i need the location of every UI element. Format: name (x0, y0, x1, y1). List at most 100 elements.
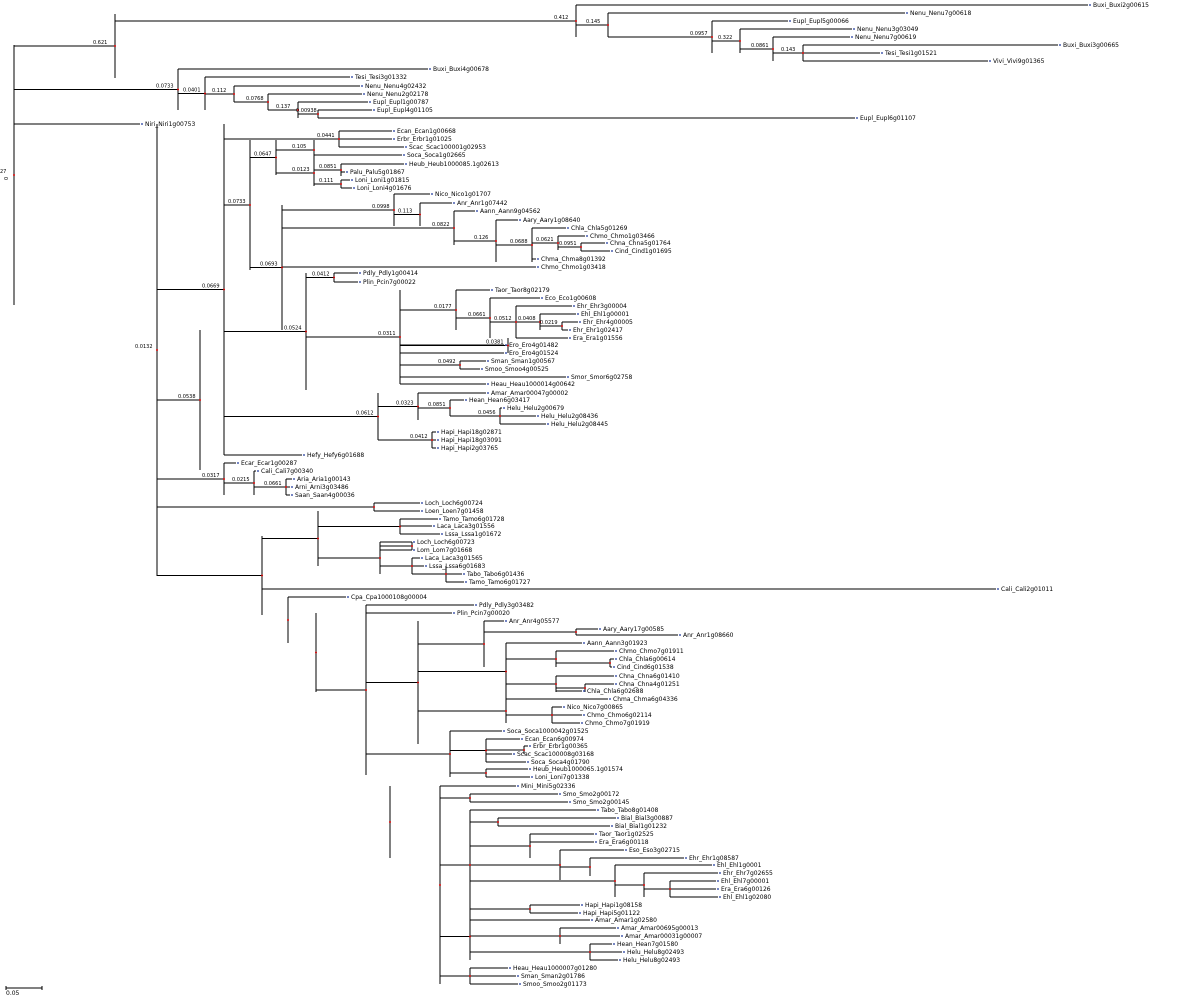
support-value: 0.412 (554, 15, 568, 21)
node-marker (589, 866, 591, 868)
tip-label: Ehr_Ehr1g02417 (573, 327, 623, 334)
tip-label: Scac_Scac100008g03168 (517, 751, 594, 758)
tip-marker (441, 533, 443, 535)
tip-label: Vivi_Vivi9g01365 (993, 58, 1045, 65)
tip-marker (625, 849, 627, 851)
tip-marker (521, 738, 523, 740)
tip-marker (583, 714, 585, 716)
tip-label: Cind_Cind6g01538 (617, 664, 674, 671)
tip-marker (563, 706, 565, 708)
tip-marker (609, 698, 611, 700)
tip-marker (611, 250, 613, 252)
tip-label: Mini_Mini5g02336 (521, 783, 576, 790)
node-marker (377, 415, 379, 418)
tip-label: Erbr_Erbr1g01025 (397, 136, 452, 143)
tip-marker (373, 109, 375, 111)
tip-label: Bial_Bial1g01232 (615, 823, 667, 830)
tip-marker (361, 85, 363, 87)
tip-label: Pdly_Pdly3g03482 (479, 602, 534, 609)
support-value: 0.322 (718, 35, 732, 41)
scale-bar-label: 0.05 (6, 990, 20, 997)
node-marker (485, 749, 487, 752)
node-marker (505, 710, 507, 712)
tip-label: Smoo_Smoo4g00525 (485, 366, 549, 373)
tip-label: Chla_Chla6g02688 (587, 688, 644, 695)
support-value: 0.0317 (202, 473, 220, 479)
support-value: 0.0661 (468, 312, 486, 318)
support-value: 0.126 (474, 235, 488, 241)
tip-label: Hapi_Hapi18g03091 (441, 437, 502, 444)
tip-label: Chmo_Chmo7g01919 (585, 720, 650, 727)
tip-label: Tamo_Tamo6g01728 (442, 516, 505, 523)
tip-marker (421, 557, 423, 559)
tip-marker (517, 975, 519, 977)
tip-label: Arni_Arni3g03486 (295, 484, 349, 491)
node-marker (557, 242, 559, 244)
node-marker (156, 349, 158, 351)
tip-label: Cali_Cali7g00340 (261, 468, 313, 475)
node-marker (393, 209, 395, 211)
node-marker (389, 821, 391, 823)
tip-marker (519, 219, 521, 221)
tip-label: Aann_Aann9g04562 (480, 208, 541, 215)
tip-marker (487, 383, 489, 385)
support-value: 0.113 (398, 209, 412, 215)
tip-label: Lssa_Lssa1g01672 (445, 531, 501, 538)
tip-marker (597, 809, 599, 811)
tip-marker (453, 612, 455, 614)
node-marker (614, 880, 616, 882)
support-value: 0.0621 (536, 237, 554, 243)
tip-label: Nico_Nico7g00865 (567, 704, 623, 711)
node-marker (449, 407, 451, 409)
tip-marker (421, 502, 423, 504)
tip-marker (615, 675, 617, 677)
tip-label: Ehl_Ehl1g00001 (581, 311, 629, 318)
tip-marker (519, 983, 521, 985)
node-marker (555, 683, 557, 685)
tip-marker (613, 666, 615, 668)
tip-marker (573, 305, 575, 307)
tip-marker (547, 423, 549, 425)
tip-marker (503, 407, 505, 409)
tip-marker (599, 628, 601, 630)
tip-label: Ero_Ero4g01524 (509, 350, 558, 357)
tip-marker (475, 604, 477, 606)
tip-marker (881, 52, 883, 54)
tip-label: Buxi_Buxi2g00615 (1093, 2, 1149, 9)
node-marker (373, 506, 375, 508)
tip-label: Laca_Laca3g01565 (425, 555, 483, 562)
node-marker (338, 138, 340, 140)
tip-marker (713, 864, 715, 866)
node-marker (417, 405, 419, 408)
tip-marker (513, 753, 515, 755)
tip-marker (405, 146, 407, 148)
tip-marker (537, 258, 539, 260)
tip-label: Cind_Cind1g01695 (615, 248, 672, 255)
tip-marker (717, 888, 719, 890)
tip-label: Heau_Heau1000007g01280 (513, 965, 597, 972)
node-marker (575, 20, 577, 22)
support-value: 0.0951 (559, 241, 577, 247)
tip-label: Chmo_Chmo1g03418 (541, 264, 606, 271)
tip-label: Helu_Helu8g02493 (623, 957, 680, 964)
tip-marker (615, 658, 617, 660)
support-value: 0.0822 (432, 222, 450, 228)
node-marker (204, 92, 206, 95)
tip-marker (595, 841, 597, 843)
tip-label: Hapi_Hapi5g01122 (583, 910, 640, 917)
tip-marker (537, 415, 539, 417)
tip-marker (291, 494, 293, 496)
tip-marker (569, 329, 571, 331)
support-value: 0.105 (292, 144, 306, 150)
tip-label: Taor_Taor8g02179 (494, 287, 550, 294)
support-value: 0.0669 (202, 284, 220, 290)
tip-marker (487, 360, 489, 362)
node-marker (281, 266, 283, 269)
tip-label: Anr_Anr1g07442 (457, 200, 508, 207)
tip-marker (363, 93, 365, 95)
node-marker (669, 888, 671, 890)
tip-marker (425, 565, 427, 567)
tip-marker (429, 68, 431, 70)
tip-marker (359, 272, 361, 274)
node-marker (199, 399, 201, 401)
